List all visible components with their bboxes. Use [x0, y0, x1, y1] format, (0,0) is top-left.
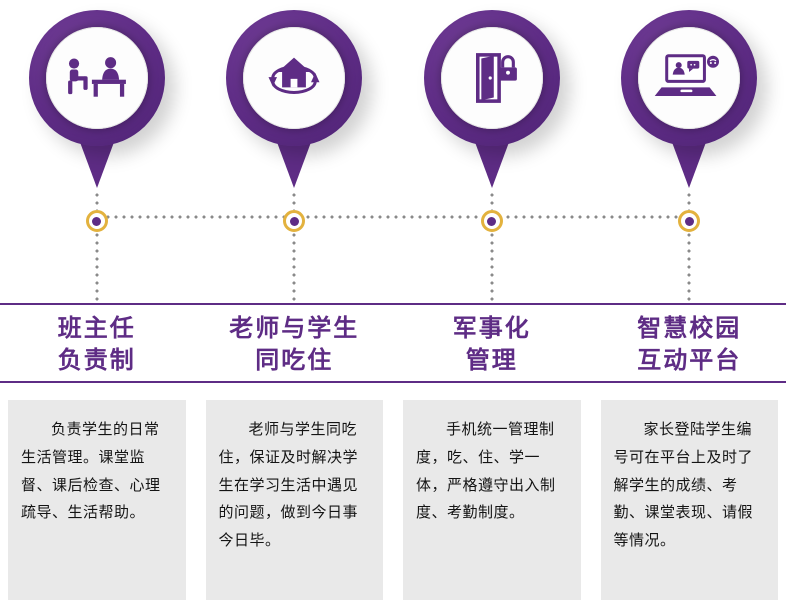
laptop-communication-icon — [654, 54, 720, 96]
pin-circle — [28, 10, 165, 146]
timeline-node — [85, 210, 108, 232]
consultation-desk-icon — [67, 57, 126, 97]
house-recycle-icon — [268, 57, 320, 94]
feature-column-1: 班主任 负责制 负责学生的日常生活管理。课堂监督、课后检查、心理疏导、生活帮助。 — [8, 0, 186, 603]
description-box: 老师与学生同吃住，保证及时解决学生在学习生活中遇见的问题，做到今日事今日毕。 — [205, 400, 383, 600]
feature-column-4: 智慧校园 互动平台 家长登陆学生编号可在平台上及时了解学生的成绩、考勤、课堂表现… — [600, 0, 778, 603]
section-title-line1: 军事化 — [452, 314, 531, 342]
feature-column-2: 老师与学生 同吃住 老师与学生同吃住，保证及时解决学生在学习生活中遇见的问题，做… — [205, 0, 383, 603]
feature-column-3: 军事化 管理 手机统一管理制度，吃、住、学一体，严格遵守出入制度、考勤制度。 — [403, 0, 581, 603]
pin-inner-disc — [440, 27, 543, 129]
pin-circle — [423, 10, 560, 146]
title-band-bottom-rule — [0, 381, 786, 383]
dotted-connector-lower — [94, 232, 99, 302]
description-box: 负责学生的日常生活管理。课堂监督、课后检查、心理疏导、生活帮助。 — [8, 400, 186, 600]
section-title-line2: 管理 — [465, 347, 518, 374]
dotted-connector-upper — [292, 192, 297, 210]
dotted-connector-upper — [687, 192, 692, 210]
timeline-node-dot — [92, 216, 102, 226]
dotted-connector-upper — [94, 192, 99, 210]
dotted-connector-lower — [489, 232, 494, 302]
section-title-line2: 负责制 — [57, 347, 136, 374]
pin-marker — [619, 10, 759, 190]
timeline-node-dot — [289, 216, 299, 226]
dotted-connector-lower — [292, 232, 297, 302]
timeline-node-dot — [684, 216, 694, 226]
section-title: 智慧校园 互动平台 — [637, 302, 741, 388]
title-band-top-rule — [0, 303, 786, 305]
dotted-connector-upper — [489, 192, 494, 210]
section-title-line2: 同吃住 — [255, 347, 334, 374]
pin-marker — [224, 10, 364, 190]
door-lock-icon — [475, 53, 517, 103]
pin-inner-disc — [45, 27, 148, 129]
section-title-line1: 智慧校园 — [637, 314, 742, 342]
section-title: 班主任 负责制 — [58, 302, 136, 388]
timeline-node — [678, 210, 701, 232]
timeline-node — [283, 210, 306, 232]
pin-marker — [27, 10, 167, 190]
pin-circle — [226, 10, 363, 146]
pin-inner-disc — [243, 27, 346, 129]
dotted-connector-lower — [687, 232, 692, 302]
pin-circle — [621, 10, 758, 146]
section-title: 军事化 管理 — [453, 302, 531, 388]
description-text: 家长登陆学生编号可在平台上及时了解学生的成绩、考勤、课堂表现、请假等情况。 — [613, 421, 754, 549]
description-box: 手机统一管理制度，吃、住、学一体，严格遵守出入制度、考勤制度。 — [403, 400, 581, 600]
timeline-node-dot — [487, 216, 497, 226]
section-title-line2: 互动平台 — [637, 347, 742, 374]
horizontal-dotted-connector — [97, 215, 689, 219]
description-text: 负责学生的日常生活管理。课堂监督、课后检查、心理疏导、生活帮助。 — [21, 421, 161, 522]
section-title-line1: 班主任 — [57, 314, 136, 342]
pin-marker — [422, 10, 562, 190]
description-text: 手机统一管理制度，吃、住、学一体，严格遵守出入制度、考勤制度。 — [416, 421, 556, 522]
section-title-line1: 老师与学生 — [229, 314, 360, 342]
timeline-node — [480, 210, 503, 232]
section-title: 老师与学生 同吃住 — [229, 302, 359, 388]
description-box: 家长登陆学生编号可在平台上及时了解学生的成绩、考勤、课堂表现、请假等情况。 — [600, 400, 778, 600]
pin-inner-disc — [638, 27, 741, 129]
description-text: 老师与学生同吃住，保证及时解决学生在学习生活中遇见的问题，做到今日事今日毕。 — [218, 421, 359, 549]
